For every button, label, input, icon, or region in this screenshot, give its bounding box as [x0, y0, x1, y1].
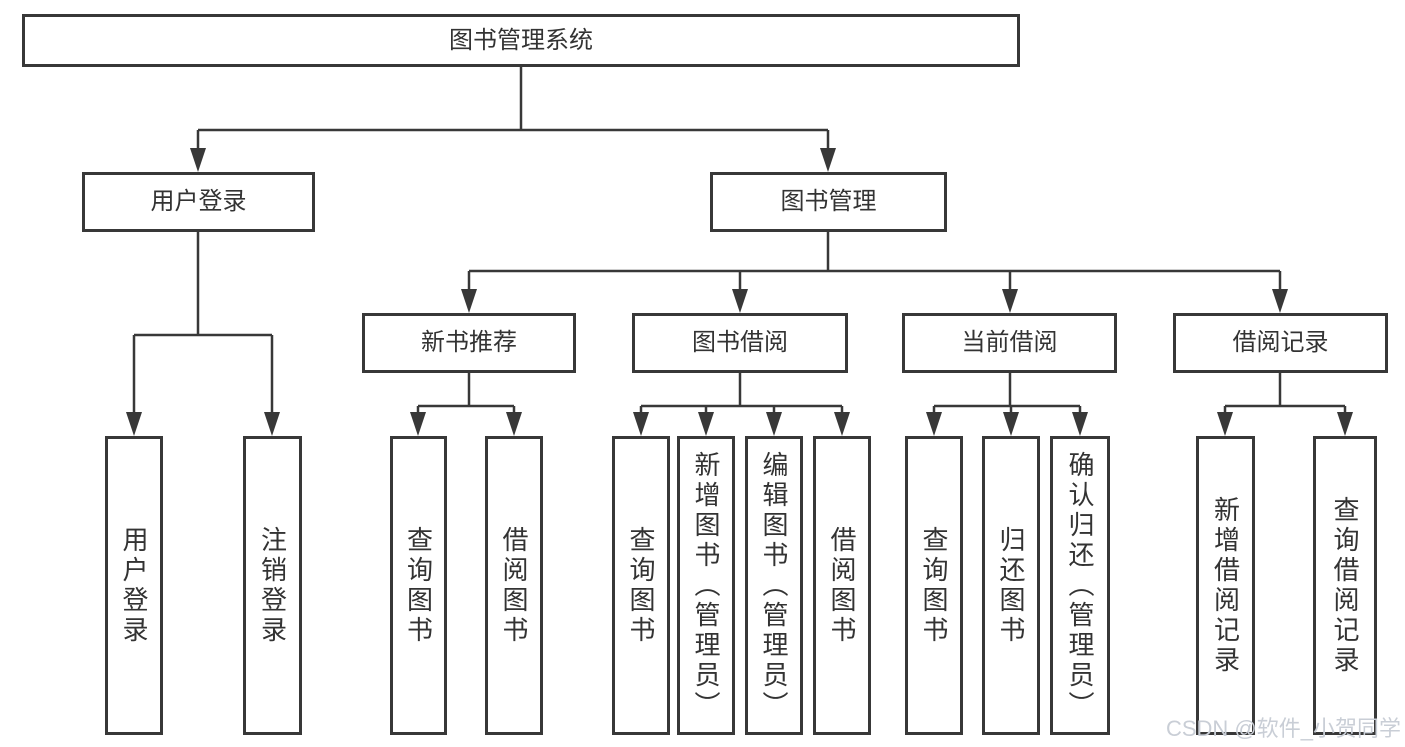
- leaf-return-books: 归还图书: [982, 436, 1040, 735]
- leaf-label: 新增图书（管理员）: [691, 450, 721, 721]
- node-user-login: 用户登录: [82, 172, 315, 232]
- leaf-label: 编辑图书（管理员）: [759, 450, 789, 721]
- leaf-query-books-borrowing: 查询图书: [612, 436, 670, 735]
- leaf-user-login: 用户登录: [105, 436, 163, 735]
- node-label: 图书管理系统: [449, 26, 593, 54]
- leaf-label: 查询图书: [626, 525, 656, 646]
- node-current-borrowing: 当前借阅: [902, 313, 1117, 373]
- node-borrowing-records: 借阅记录: [1173, 313, 1388, 373]
- node-label: 用户登录: [150, 188, 247, 215]
- leaf-query-borrow-record: 查询借阅记录: [1313, 436, 1377, 735]
- leaf-query-books-recommend: 查询图书: [390, 436, 447, 735]
- node-label: 图书借阅: [692, 329, 788, 356]
- leaf-label: 注销登录: [257, 525, 288, 646]
- leaf-label: 新增借阅记录: [1210, 495, 1241, 676]
- leaf-label: 归还图书: [996, 525, 1026, 646]
- leaf-confirm-return-admin: 确认归还（管理员）: [1050, 436, 1110, 735]
- node-label: 当前借阅: [961, 329, 1058, 356]
- leaf-borrow-books-recommend: 借阅图书: [485, 436, 543, 735]
- node-label: 借阅记录: [1232, 329, 1329, 356]
- csdn-watermark: CSDN @软件_小贺同学: [1165, 716, 1401, 741]
- leaf-label: 借阅图书: [499, 525, 529, 646]
- leaf-label: 用户登录: [119, 525, 149, 646]
- leaf-query-books-current: 查询图书: [905, 436, 963, 735]
- leaf-label: 查询借阅记录: [1330, 495, 1360, 676]
- node-label: 新书推荐: [421, 329, 517, 356]
- leaf-edit-books-admin: 编辑图书（管理员）: [745, 436, 803, 735]
- leaf-label: 确认归还（管理员）: [1065, 450, 1095, 721]
- node-label: 图书管理: [780, 188, 877, 215]
- node-book-management: 图书管理: [710, 172, 947, 232]
- leaf-label: 查询图书: [403, 525, 434, 646]
- node-book-management-system: 图书管理系统: [22, 14, 1020, 67]
- leaf-add-borrow-record: 新增借阅记录: [1196, 436, 1255, 735]
- leaf-label: 查询图书: [919, 525, 949, 646]
- leaf-add-books-admin: 新增图书（管理员）: [677, 436, 735, 735]
- leaf-logout: 注销登录: [243, 436, 302, 735]
- node-new-book-recommendation: 新书推荐: [362, 313, 576, 373]
- leaf-borrow-books-borrowing: 借阅图书: [813, 436, 871, 735]
- leaf-label: 借阅图书: [827, 525, 857, 646]
- node-book-borrowing: 图书借阅: [632, 313, 848, 373]
